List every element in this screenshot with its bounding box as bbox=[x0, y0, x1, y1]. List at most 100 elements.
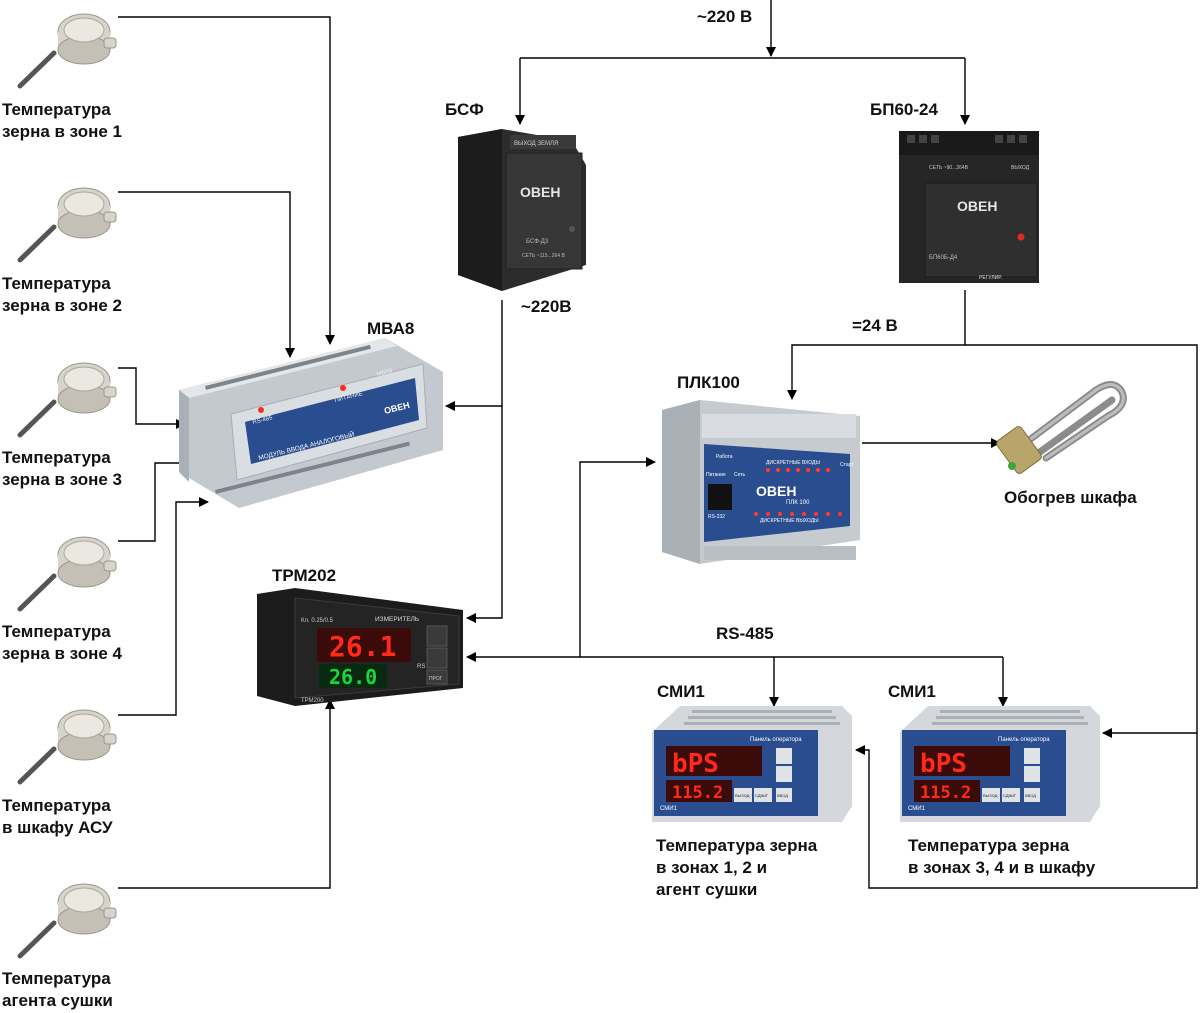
trm-rs-text: RS bbox=[417, 664, 425, 670]
mva-led1-text: RS-485 bbox=[252, 415, 274, 426]
smi2-label: СМИ1 bbox=[888, 682, 936, 701]
smi1-btn3-text: ВВОД bbox=[777, 793, 788, 798]
sensor-label: Температура зерна в зоне 3 bbox=[2, 447, 122, 491]
rs485-label: RS-485 bbox=[716, 624, 774, 643]
smi2-btn3-text: ВВОД bbox=[1025, 793, 1036, 798]
bsf-label: БСФ bbox=[445, 100, 484, 119]
bp-logo: ОВЕН bbox=[957, 198, 997, 214]
sensor6-wire bbox=[118, 699, 335, 889]
trm202-meter: Кл. 0.25/0.5 ИЗМЕРИТЕЛЬ 26.1 26.0 RS ПРО… bbox=[257, 588, 463, 706]
smi2-btn1-text: ВЫХОД bbox=[983, 793, 998, 798]
smi2-caption-line: в зонах 3, 4 и в шкафу bbox=[908, 858, 1096, 877]
bsf-top-text: ВЫХОД ЗЕМЛЯ bbox=[514, 141, 558, 147]
plc-label: ПЛК100 bbox=[677, 373, 740, 392]
smi1-caption-line: в зонах 1, 2 и bbox=[656, 858, 768, 877]
sensor-label: Температура зерна в зоне 4 bbox=[2, 621, 122, 665]
sensor-label: Температура агента сушки bbox=[2, 968, 113, 1012]
sensor-label-line: Температура bbox=[2, 622, 111, 641]
bsf-filter-unit: ВЫХОД ЗЕМЛЯ ОВЕН БСФ-Д3 СЕТЬ ~115...264 … bbox=[458, 129, 586, 291]
bsf-net-text: СЕТЬ ~115...264 В bbox=[522, 253, 565, 259]
mains-voltage-label: ~220 В bbox=[697, 7, 753, 26]
smi1-caption: Температура зерна в зонах 1, 2 и агент с… bbox=[656, 835, 817, 901]
bsf-to-mva-wire bbox=[445, 300, 503, 411]
sensor-label-line: Температура bbox=[2, 100, 111, 119]
smi1-label: СМИ1 bbox=[657, 682, 705, 701]
mva-label: МВА8 bbox=[367, 319, 415, 338]
trm-title-text: ИЗМЕРИТЕЛЬ bbox=[375, 616, 419, 623]
bp-label: БП60-24 bbox=[870, 100, 938, 119]
sensor-label: Температура зерна в зоне 2 bbox=[2, 273, 122, 317]
bsf-logo: ОВЕН bbox=[520, 184, 560, 200]
smi2-to-smi1-wire bbox=[855, 733, 1198, 889]
smi1-top-display: bPS bbox=[672, 749, 719, 779]
sensor1-wire bbox=[118, 16, 335, 345]
smi1-title-text: Панель оператора bbox=[750, 737, 802, 743]
plc-rs-text: RS-232 bbox=[708, 514, 725, 520]
bp-to-smi2-wire bbox=[965, 344, 1198, 738]
temperature-sensor-icon bbox=[17, 362, 117, 438]
sensor5-wire bbox=[118, 497, 209, 716]
mva-model-text: МВА8 bbox=[376, 368, 394, 378]
trm-prog-text: ПРОГ bbox=[429, 676, 443, 682]
bsf-output-label: ~220В bbox=[521, 297, 572, 316]
sensor-label-line: Температура bbox=[2, 448, 111, 467]
plc-inputs-text: ДИСКРЕТНЫЕ ВХОДЫ bbox=[766, 460, 820, 466]
sensor-label: Температура в шкафу АСУ bbox=[2, 795, 113, 839]
sensor3-wire bbox=[118, 367, 186, 429]
temperature-sensor-icon bbox=[17, 709, 117, 785]
sensor-label-line: зерна в зоне 3 bbox=[2, 470, 122, 489]
smi2-btn2-text: СДВИГ bbox=[1003, 793, 1017, 798]
smi1-model-text: СМИ1 bbox=[660, 806, 678, 812]
plc-net-text: Сеть bbox=[734, 472, 746, 478]
smi1-btn2-text: СДВИГ bbox=[755, 793, 769, 798]
sensor-label: Температура зерна в зоне 1 bbox=[2, 99, 122, 143]
sensor-label-line: зерна в зоне 2 bbox=[2, 296, 122, 315]
temperature-sensor-icon bbox=[17, 13, 117, 89]
smi1-caption-line: Температура зерна bbox=[656, 836, 818, 855]
trm-bottom-display: 26.0 bbox=[329, 665, 377, 689]
temperature-sensor-icon bbox=[17, 536, 117, 612]
plc-run-text: Работа bbox=[716, 454, 733, 460]
plc-pwr-text: Питание bbox=[706, 472, 726, 478]
plc100-controller: Работа Питание Сеть ДИСКРЕТНЫЕ ВХОДЫ Ста… bbox=[662, 400, 860, 564]
trm-label: ТРМ202 bbox=[272, 566, 337, 585]
sensor-label-line: в шкафу АСУ bbox=[2, 818, 113, 837]
smi1-operator-panel: Панель оператора bPS 115.2 ВЫХОД СДВИГ В… bbox=[652, 706, 852, 822]
smi2-top-display: bPS bbox=[920, 749, 967, 779]
sensor-label-line: Температура bbox=[2, 969, 111, 988]
sensor-label-line: агента сушки bbox=[2, 991, 113, 1010]
plc-logo: ОВЕН bbox=[756, 483, 796, 499]
bp-output-label: =24 В bbox=[852, 316, 898, 335]
temperature-sensor-icon bbox=[17, 883, 117, 959]
smi2-caption-line: Температура зерна bbox=[908, 836, 1070, 855]
sensor-label-line: зерна в зоне 1 bbox=[2, 122, 122, 141]
smi1-bottom-display: 115.2 bbox=[672, 783, 723, 803]
bp-out-text: ВЫХОД bbox=[1011, 165, 1030, 171]
plc-model-text: ПЛК 100 bbox=[786, 500, 810, 506]
heater-label: Обогрев шкафа bbox=[1004, 488, 1137, 507]
rs485-to-plc-wire bbox=[579, 457, 656, 657]
smi1-btn1-text: ВЫХОД bbox=[735, 793, 750, 798]
trm-class-text: Кл. 0.25/0.5 bbox=[301, 618, 334, 624]
bp-caption: БП60Б-Д4 bbox=[929, 255, 958, 261]
bp-top-text: СЕТЬ ~90...264В bbox=[929, 165, 969, 171]
bp-to-plc-wire bbox=[787, 344, 965, 400]
bsf-to-trm-wire bbox=[466, 406, 503, 623]
mva8-analog-input-module: RS-485 ПИТАНИЕ МВА8 ОВЕН МОДУЛЬ ВВОДА АН… bbox=[179, 338, 443, 508]
plc-outputs-text: ДИСКРЕТНЫЕ ВЫХОДЫ bbox=[760, 518, 819, 524]
smi2-operator-panel: Панель оператора bPS 115.2 ВЫХОД СДВИГ В… bbox=[900, 706, 1100, 822]
bp-reg-text: РЕГУЛИР. bbox=[979, 275, 1002, 281]
smi2-model-text: СМИ1 bbox=[908, 806, 926, 812]
sensor-label-line: Температура bbox=[2, 796, 111, 815]
sensor4-wire bbox=[118, 458, 199, 542]
trm-top-display: 26.1 bbox=[329, 630, 396, 663]
bp-power-supply: СЕТЬ ~90...264В ВЫХОД ОВЕН БП60Б-Д4 РЕГУ… bbox=[899, 131, 1039, 283]
temperature-sensor-icon bbox=[17, 187, 117, 263]
sensor2-wire bbox=[118, 191, 295, 358]
smi2-bottom-display: 115.2 bbox=[920, 783, 971, 803]
sensor-label-line: Температура bbox=[2, 274, 111, 293]
smi2-caption: Температура зерна в зонах 3, 4 и в шкафу bbox=[908, 835, 1095, 879]
trm-model-text: ТРМ200 bbox=[301, 698, 324, 704]
plc-start-text: Старт bbox=[840, 462, 854, 468]
sensor-label-line: зерна в зоне 4 bbox=[2, 644, 122, 663]
